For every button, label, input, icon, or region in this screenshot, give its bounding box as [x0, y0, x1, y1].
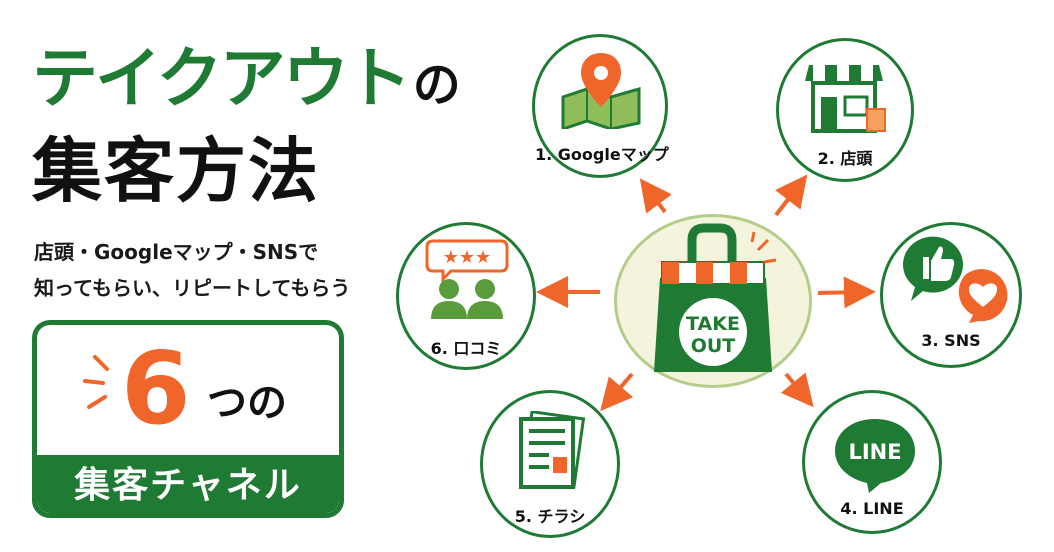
title-particle: の: [412, 57, 461, 113]
map-pin-icon: [561, 53, 641, 129]
storefront-icon: [805, 65, 886, 133]
flyer-icon: [519, 411, 586, 489]
takeout-bag-icon: TAKE OUT: [654, 223, 777, 372]
channel-count-suffix: つの: [207, 380, 287, 426]
arrow-to-sns: [817, 276, 876, 309]
subtitle-line-1: 店頭・Googleマップ・SNSで: [34, 240, 319, 264]
title-line-1: テイクアウトの: [32, 40, 461, 117]
channel-label: 4. LINE: [840, 499, 904, 518]
channel-count-number: 6: [121, 330, 191, 447]
line-icon-text: LINE: [848, 440, 901, 464]
channel-label: 3. SNS: [921, 331, 981, 350]
channel-label: 6. 口コミ: [430, 339, 502, 358]
burst-lines-icon: [83, 355, 109, 409]
reviews-stars: ★★★: [443, 247, 491, 268]
channel-line: LINE 4. LINE: [802, 390, 942, 534]
social-chat-icon: [902, 236, 1008, 323]
channel-count-badge: 6 つの 集客チャネル: [32, 320, 344, 518]
arrow-to-storefront: [774, 174, 808, 217]
channel-google-maps: 1. Googleマップ: [532, 34, 669, 178]
channel-storefront: 2. 店頭: [776, 38, 914, 182]
subtitle: 店頭・Googleマップ・SNSで 知ってもらい、リピートしてもらう: [34, 234, 350, 306]
arrow-to-line: [780, 372, 814, 408]
channel-flyer: 5. チラシ: [480, 390, 620, 538]
channel-label: 1. Googleマップ: [535, 145, 669, 164]
channel-sns: 3. SNS: [880, 222, 1022, 368]
channel-reviews: ★★★ 6. 口コミ: [396, 222, 536, 370]
arrow-to-google-maps: [639, 178, 672, 214]
channel-count-label: 集客チャネル: [37, 455, 339, 513]
arrow-to-flyer: [600, 372, 634, 412]
bag-text-out: OUT: [691, 335, 736, 357]
reviews-icon: ★★★: [425, 239, 509, 319]
channel-label: 2. 店頭: [817, 149, 873, 168]
subtitle-line-2: 知ってもらい、リピートしてもらう: [34, 276, 351, 300]
title-line-2: 集客方法: [32, 130, 320, 212]
bag-text-take: TAKE: [686, 313, 740, 335]
line-app-icon: LINE: [835, 419, 915, 493]
channel-label: 5. チラシ: [514, 507, 586, 526]
